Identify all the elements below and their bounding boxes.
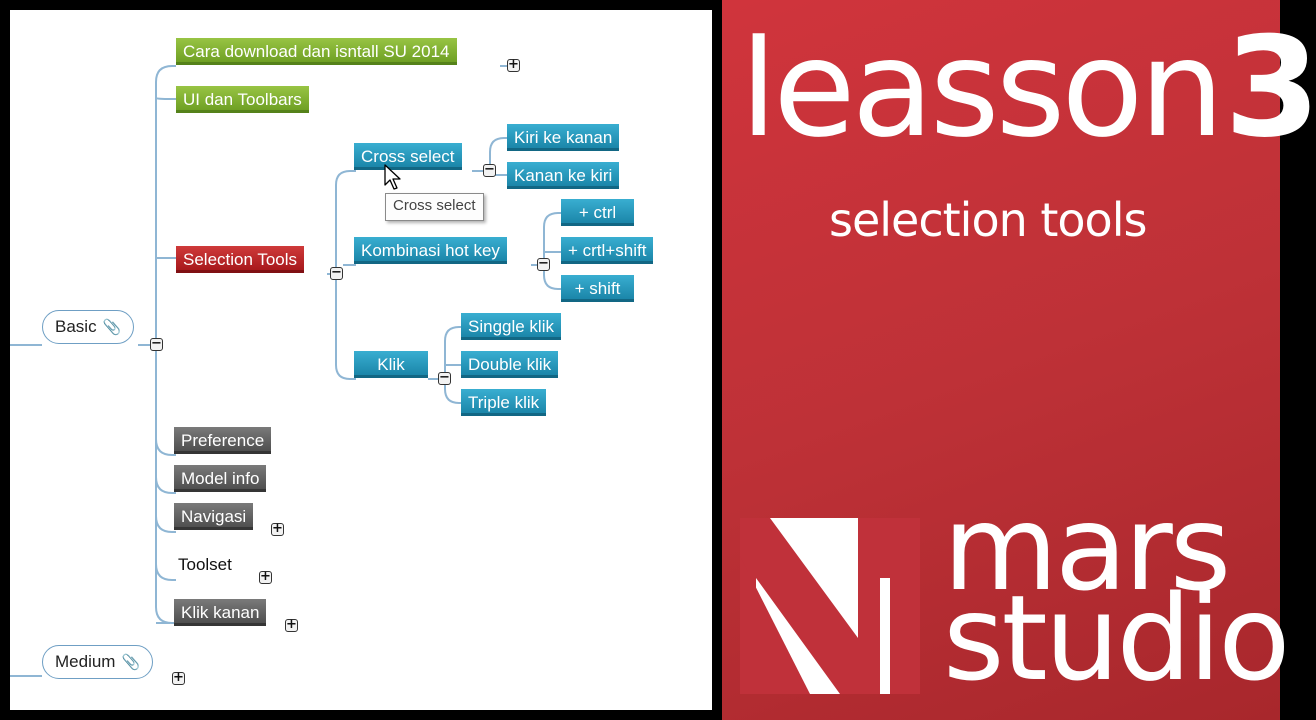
node-triple-klik[interactable]: Triple klik [461,389,547,416]
lesson-word: leasson [740,11,1224,167]
node-toolset[interactable]: Toolset [178,555,232,574]
collapse-toggle-basic[interactable]: − [150,336,163,351]
lesson-number: 3 [1224,7,1316,168]
collapse-toggle-selection-tools[interactable]: − [330,265,343,280]
node-double-klik[interactable]: Double klik [461,351,559,378]
node-klik[interactable]: Klik [354,351,428,378]
node-navigasi[interactable]: Navigasi [174,503,254,530]
mouse-cursor-icon [384,164,401,190]
node-selection-tools[interactable]: Selection Tools [176,246,305,273]
node-ui-toolbars[interactable]: UI dan Toolbars [176,86,309,113]
node-cross-select[interactable]: Cross select [354,143,462,170]
node-kiri-ke-kanan[interactable]: Kiri ke kanan [507,124,620,151]
node-model-info[interactable]: Model info [174,465,267,492]
node-ctrl[interactable]: + ctrl [561,199,634,226]
brand-studio: studio [943,569,1290,707]
node-preference[interactable]: Preference [174,427,272,454]
mars-studio-logo-icon [740,518,920,694]
lesson-subtitle: selection tools [829,193,1147,247]
attachment-icon: 📎 [102,319,122,336]
node-download[interactable]: Cara download dan isntall SU 2014 [176,38,457,65]
node-singgle-klik[interactable]: Singgle klik [461,313,561,340]
mindmap-canvas: Basic 📎 Medium 📎 Cara download dan isntall… [10,10,712,710]
node-kombinasi-hot-key[interactable]: Kombinasi hot key [354,237,507,264]
expand-toggle-klik-kanan[interactable]: + [285,617,298,632]
node-basic[interactable]: Basic 📎 [42,310,135,344]
tooltip: Cross select [385,193,484,221]
brand-mars: mars [943,479,1231,617]
expand-toggle-medium[interactable]: + [172,670,185,685]
node-klik-kanan[interactable]: Klik kanan [174,599,267,626]
lesson-panel: leasson3 selection tools mars studio [722,0,1316,720]
node-medium-label: Medium [55,652,116,671]
expand-toggle-toolset[interactable]: + [259,569,272,584]
attachment-icon: 📎 [121,654,141,671]
expand-toggle-download[interactable]: + [507,57,520,72]
node-kanan-ke-kiri[interactable]: Kanan ke kiri [507,162,620,189]
expand-toggle-navigasi[interactable]: + [271,521,284,536]
collapse-toggle-cross-select[interactable]: − [483,162,496,177]
node-basic-label: Basic [55,317,97,336]
node-ctrl-shift[interactable]: + crtl+shift [561,237,654,264]
node-medium[interactable]: Medium 📎 [42,645,154,679]
collapse-toggle-kombinasi[interactable]: − [537,256,550,271]
node-shift[interactable]: + shift [561,275,634,302]
lesson-title: leasson3 [740,18,1316,160]
collapse-toggle-klik[interactable]: − [438,370,451,385]
